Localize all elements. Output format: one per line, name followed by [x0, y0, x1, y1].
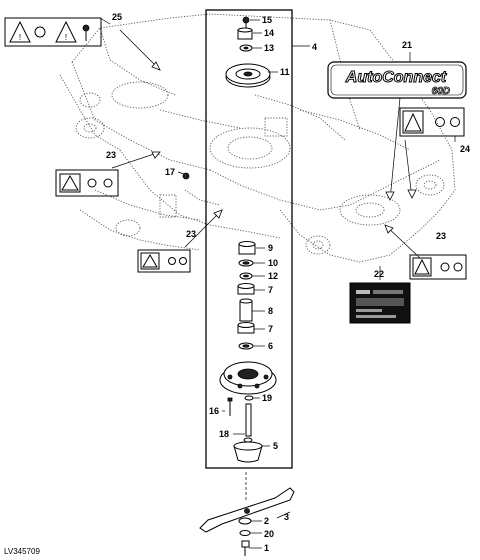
callout-23c: 23	[436, 231, 446, 241]
safety-decal-23-bottom-left	[137, 249, 191, 273]
pivot-point-17	[182, 172, 190, 180]
callout-5: 5	[273, 441, 278, 451]
mower-blade	[199, 487, 295, 533]
brand-label-line1: AutoConnect	[345, 69, 447, 86]
callout-12: 12	[268, 271, 278, 281]
callout-9: 9	[268, 243, 273, 253]
callout-3: 3	[284, 512, 289, 522]
information-decal-22	[349, 282, 411, 324]
spindle-assembly-frame	[205, 9, 293, 469]
leader-lines	[99, 17, 456, 549]
spindle-stack-parts	[237, 241, 256, 350]
callout-17: 17	[165, 167, 175, 177]
callout-22: 22	[374, 269, 384, 279]
spindle-top-parts	[225, 16, 271, 88]
callout-7a: 7	[268, 285, 273, 295]
spindle-housing	[219, 361, 277, 395]
callout-23b: 23	[186, 229, 196, 239]
callout-25: 25	[112, 12, 122, 22]
spindle-lower-parts	[227, 395, 263, 463]
callout-8: 8	[268, 306, 273, 316]
mower-deck-outline	[59, 13, 456, 263]
callout-14: 14	[264, 28, 274, 38]
brand-label-line2: 60D	[432, 86, 450, 97]
callout-13: 13	[264, 43, 274, 53]
svg-text:!: !	[65, 33, 67, 42]
safety-decal-23-right	[409, 254, 467, 280]
safety-decal-25: ! !	[4, 17, 102, 47]
callout-4: 4	[312, 42, 317, 52]
callout-10: 10	[268, 258, 278, 268]
safety-decal-24	[399, 107, 465, 137]
callout-19: 19	[262, 393, 272, 403]
callout-16: 16	[209, 406, 219, 416]
callout-24: 24	[460, 144, 470, 154]
reference-code: LV345709	[4, 547, 40, 556]
callout-21: 21	[402, 40, 412, 50]
callout-6: 6	[268, 341, 273, 351]
callout-18: 18	[219, 429, 229, 439]
callout-7b: 7	[268, 324, 273, 334]
svg-text:!: !	[19, 33, 21, 42]
callout-1: 1	[264, 543, 269, 553]
autoconnect-brand-decal: AutoConnect 60D	[327, 61, 467, 99]
callout-20: 20	[264, 529, 274, 539]
callout-23a: 23	[106, 150, 116, 160]
callout-2: 2	[264, 516, 269, 526]
callout-numbers: 1 2 3 4 5 6 7 7 8 9 10 11 12 13 14 15 16…	[106, 12, 470, 553]
callout-11: 11	[280, 67, 290, 77]
callout-15: 15	[262, 15, 272, 25]
safety-decal-23-left	[55, 169, 119, 197]
